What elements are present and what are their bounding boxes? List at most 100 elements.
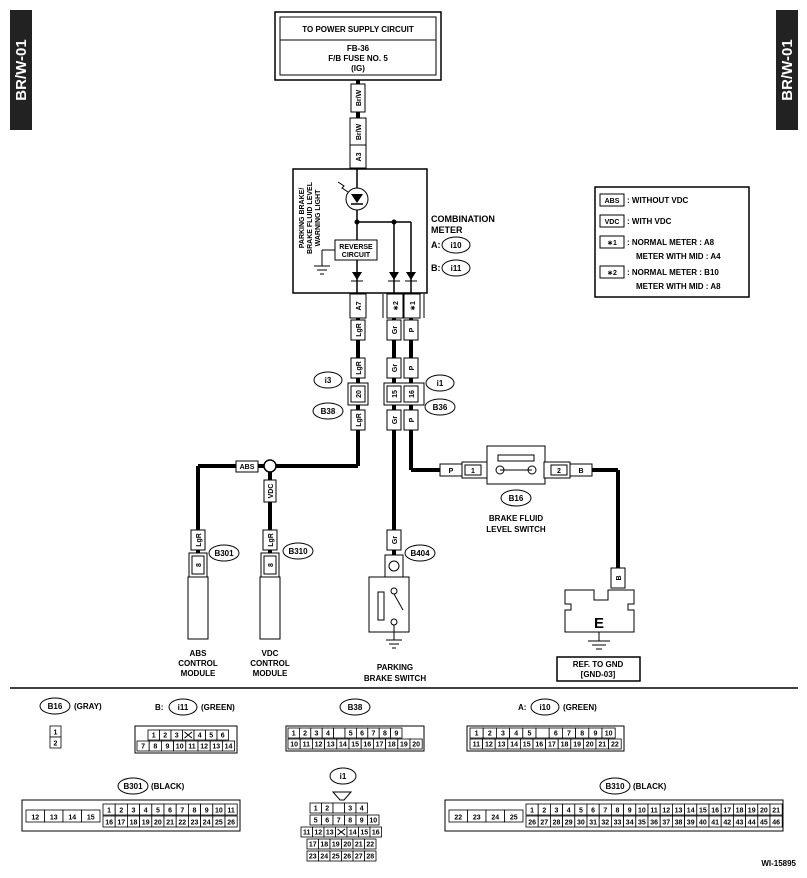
pin-number: 8: [193, 808, 197, 815]
pin-number: 9: [394, 731, 398, 738]
pin-number: 22: [611, 742, 619, 749]
pin-15: 15: [392, 390, 399, 398]
pin-number: 29: [565, 820, 573, 827]
pin-number: 11: [303, 830, 311, 837]
bottom-i11-name: i11: [178, 703, 189, 712]
bottom-i10-color: (GREEN): [563, 703, 597, 712]
pin-number: 10: [605, 731, 613, 738]
tag-vdc: VDC: [268, 484, 275, 499]
pin-number: 14: [225, 744, 233, 751]
pin-number: 16: [363, 742, 371, 749]
combination-meter-labels: COMBINATION METER A: i10 B: i11: [431, 214, 495, 277]
vdc-label-1: VDC: [262, 649, 279, 658]
pin-number: 22: [178, 820, 186, 827]
power-supply-box: TO POWER SUPPLY CIRCUIT FB-36 F/B FUSE N…: [274, 11, 442, 81]
pin-number: 20: [586, 742, 594, 749]
pin-number: 7: [337, 818, 341, 825]
wire-label-p-2: P: [409, 365, 416, 370]
wire-label-p-3: P: [409, 417, 416, 422]
abs-vdc-branch: ABS VDC LgR LgR 8 8 B301 B310: [187, 459, 358, 640]
parking-brake-label-2: BRAKE SWITCH: [364, 674, 426, 683]
bottom-i1-name: i1: [340, 772, 347, 781]
pin-number: 3: [348, 806, 352, 813]
pin-number: 43: [736, 820, 744, 827]
pin-number: 15: [699, 808, 707, 815]
page-tag-text: BR/W-01: [13, 39, 30, 100]
pin-number: 11: [188, 744, 196, 751]
pin-number: 16: [105, 820, 113, 827]
abs-label-1: ABS: [190, 649, 208, 658]
pin-number: 5: [349, 731, 353, 738]
pin-number: 41: [711, 820, 719, 827]
pin-number: 8: [348, 818, 352, 825]
pin-number: 27: [540, 820, 548, 827]
pin-number: 39: [687, 820, 695, 827]
pin-number: 6: [591, 808, 595, 815]
pin-number: 11: [227, 808, 235, 815]
warning-light-label-3: WARNING LIGHT: [315, 189, 322, 246]
pin-number: 1: [314, 806, 318, 813]
legend-key-vdc: VDC: [605, 219, 620, 226]
pin-number: 14: [349, 830, 357, 837]
pin-number: 33: [614, 820, 622, 827]
pin-number: 32: [601, 820, 609, 827]
connector-b16: B16: [509, 494, 524, 503]
pin-number: 40: [699, 820, 707, 827]
pin-a3: A3: [356, 152, 363, 161]
legend-text-vdc: : WITH VDC: [627, 217, 672, 226]
pin-number: 4: [514, 731, 518, 738]
pin-number: 16: [711, 808, 719, 815]
warning-light-label-1: PARKING BRAKE/: [299, 188, 306, 249]
pin-number: 38: [675, 820, 683, 827]
page-tag-left: BR/W-01: [10, 10, 32, 130]
pin-number: 3: [555, 808, 559, 815]
pin-number: 14: [687, 808, 695, 815]
pin-number: 7: [603, 808, 607, 815]
pin-number: 5: [209, 733, 213, 740]
tag-abs: ABS: [240, 464, 255, 471]
legend-key-star1: ∗1: [607, 240, 617, 247]
pin-number: 9: [205, 808, 209, 815]
pin-number: 24: [491, 815, 499, 822]
pin-number: 11: [303, 742, 311, 749]
diagram-id: WI-15895: [761, 859, 796, 868]
pin-number: 27: [355, 854, 363, 861]
pin-number: 6: [221, 733, 225, 740]
wire-label-lgr-3: LgR: [356, 413, 363, 427]
pin-number: 7: [372, 731, 376, 738]
pin-number: 2: [119, 808, 123, 815]
brake-fluid-label-2: LEVEL SWITCH: [486, 525, 546, 534]
pin-number: 12: [662, 808, 670, 815]
pin-number: 4: [360, 806, 364, 813]
pin-number: 19: [142, 820, 150, 827]
power-supply-fuse-no: F/B FUSE NO. 5: [328, 54, 388, 63]
pin-number: 22: [366, 842, 374, 849]
pin-number: 10: [290, 742, 298, 749]
wire-label-lgr: LgR: [356, 323, 363, 337]
pin-number: 6: [360, 731, 364, 738]
pin-b16-2: 2: [557, 468, 561, 475]
pin-number: 8: [383, 731, 387, 738]
pin-number: 6: [325, 818, 329, 825]
vdc-label-3: MODULE: [253, 669, 288, 678]
bottom-i10-prefix: A:: [518, 703, 526, 712]
pin-number: 11: [473, 742, 481, 749]
pin-number: 21: [772, 808, 780, 815]
ground-ref-id: [GND-03]: [581, 670, 616, 679]
pin-number: 28: [366, 854, 374, 861]
pin-number: 14: [339, 742, 347, 749]
pin-number: 15: [523, 742, 531, 749]
pin-number: 19: [332, 842, 340, 849]
pin-number: 2: [325, 806, 329, 813]
combination-meter: PARKING BRAKE/ BRAKE FLUID LEVEL WARNING…: [292, 168, 428, 294]
warning-light-label-2: BRAKE FLUID LEVEL: [307, 181, 314, 254]
power-supply-fuse-id: FB-36: [347, 44, 370, 53]
pin-star2: ∗2: [393, 301, 400, 311]
pin-16: 16: [409, 390, 416, 398]
bottom-i11-prefix: B:: [155, 703, 163, 712]
